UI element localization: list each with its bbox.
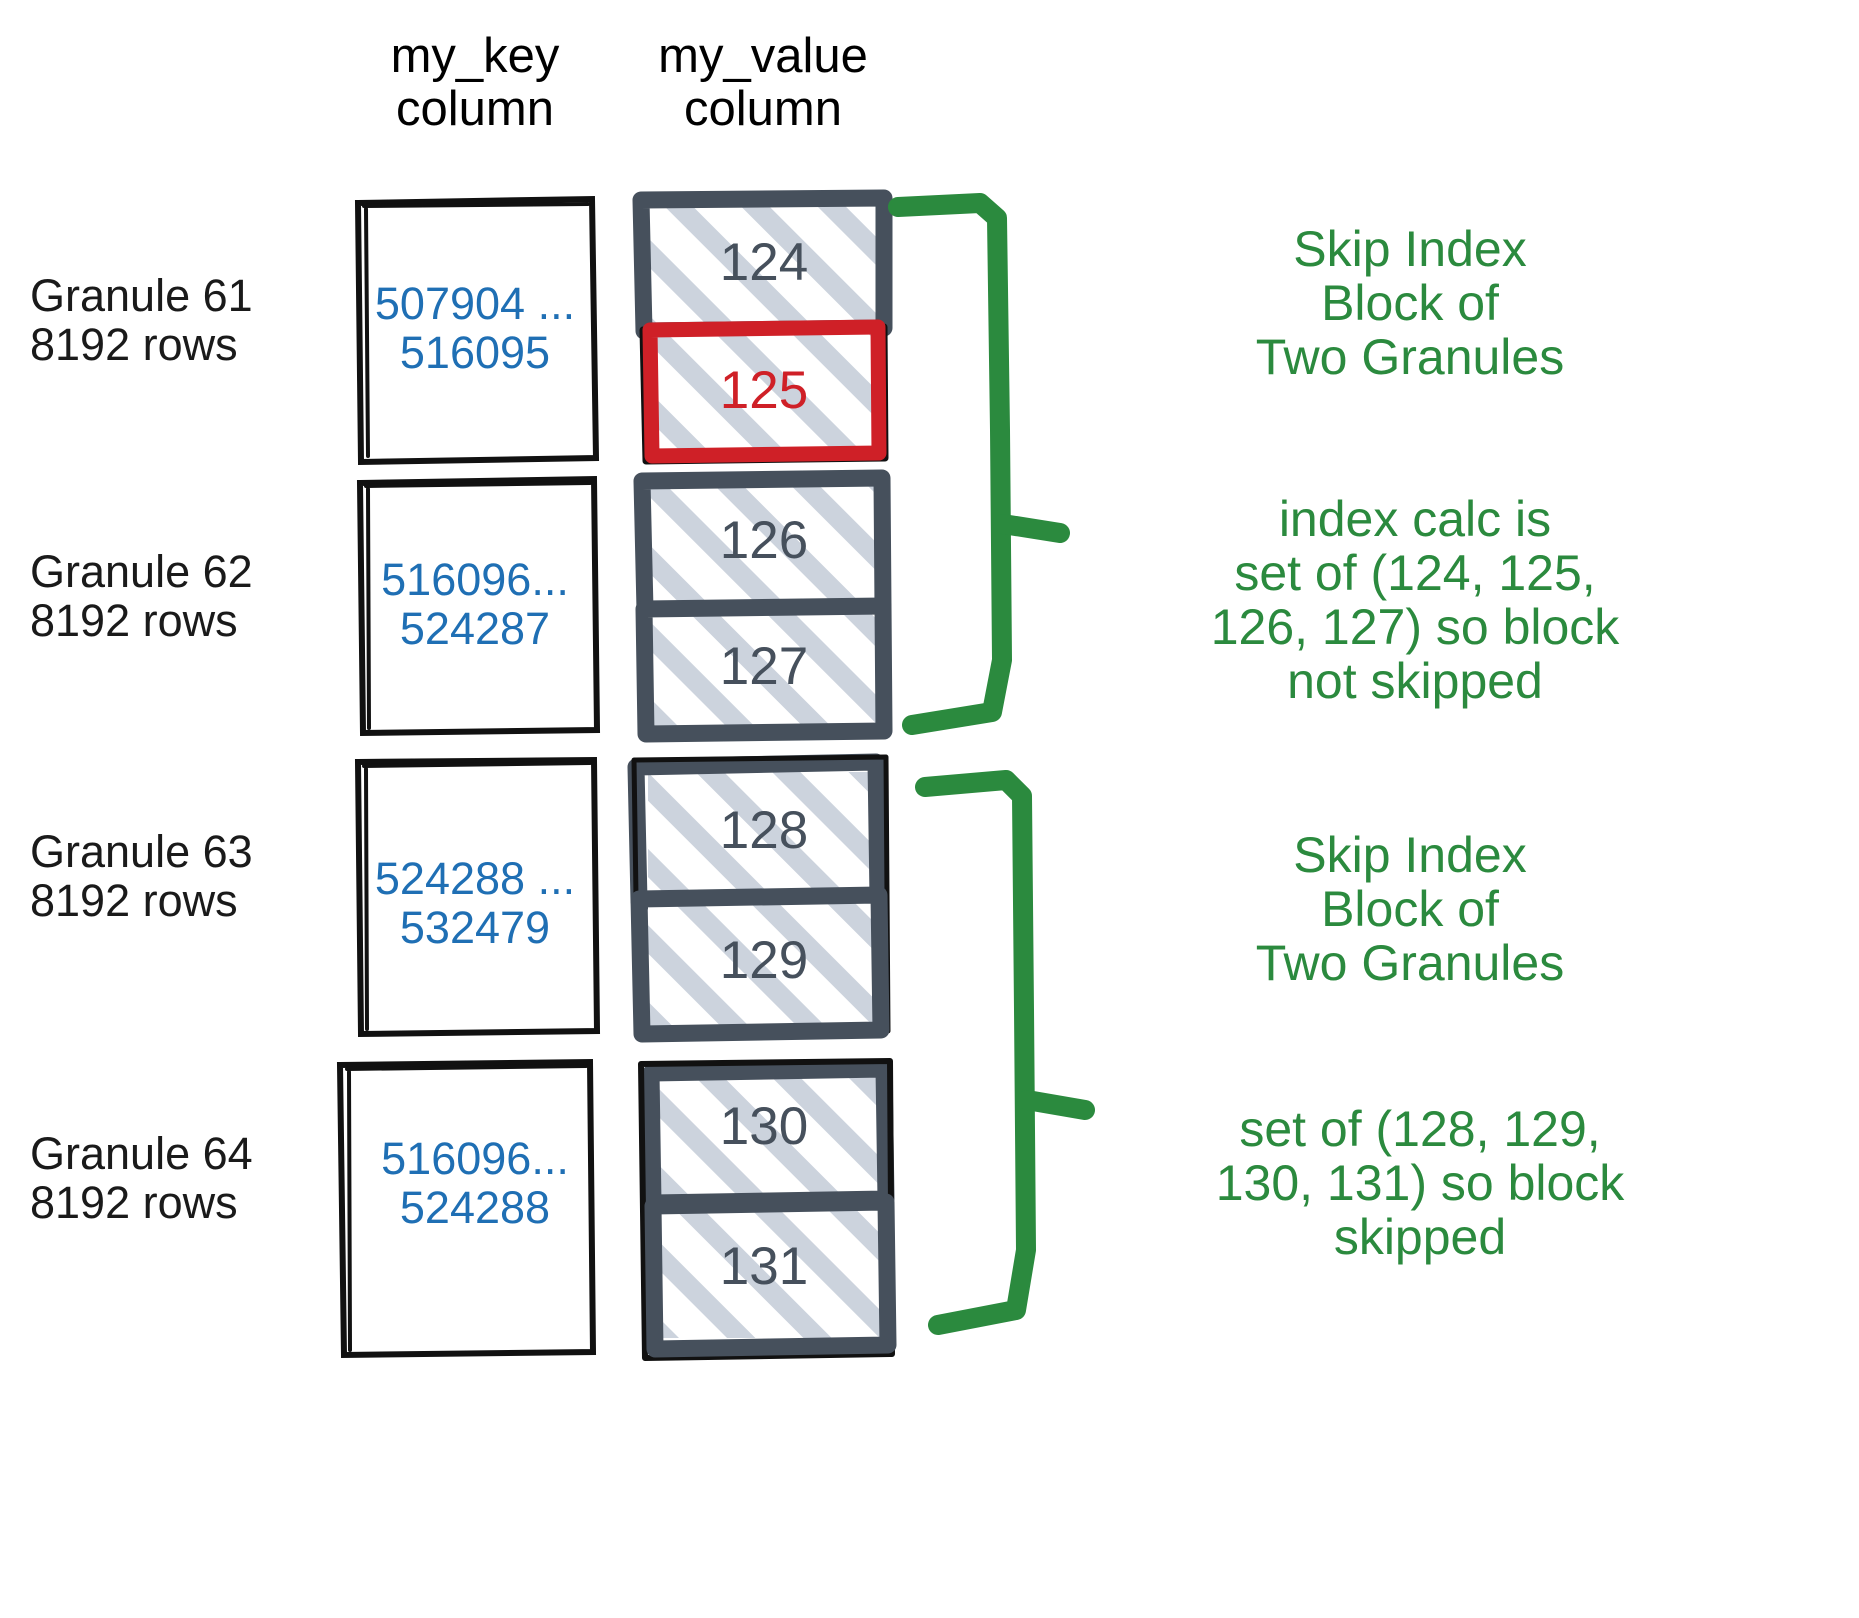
key-range-62: 516096... 524287: [381, 554, 569, 654]
value-130: 130: [719, 1097, 809, 1156]
skip-index-bracket-bottom: [915, 770, 1095, 1335]
note-skip-index-block-top: Skip Index Block of Two Granules: [1255, 221, 1565, 385]
value-125: 125: [719, 361, 809, 420]
note-skip-index-block-bottom: Skip Index Block of Two Granules: [1255, 827, 1565, 991]
value-127: 127: [719, 637, 809, 696]
value-124: 124: [719, 233, 809, 292]
header-my-key-column: my_key column: [390, 29, 560, 136]
key-range-61: 507904 ... 516095: [374, 278, 576, 378]
note-set-skipped: set of (128, 129, 130, 131) so block ski…: [1215, 1101, 1625, 1265]
granule-label-61: Granule 61 8192 rows: [30, 270, 253, 370]
header-my-value-column: my_value column: [658, 29, 868, 136]
granule-label-64: Granule 64 8192 rows: [30, 1128, 253, 1228]
value-box-128: [627, 753, 891, 1038]
key-range-64: 516096... 524288: [381, 1133, 569, 1233]
granule-label-62: Granule 62 8192 rows: [30, 546, 253, 646]
key-range-63: 524288 ... 532479: [374, 853, 576, 953]
value-131: 131: [719, 1237, 809, 1296]
note-index-calc-not-skipped: index calc is set of (124, 125, 126, 127…: [1210, 491, 1620, 709]
granule-label-63: Granule 63 8192 rows: [30, 826, 253, 926]
value-129: 129: [719, 931, 809, 990]
value-128: 128: [719, 801, 809, 860]
value-126: 126: [719, 511, 809, 570]
skip-index-bracket-top: [888, 193, 1070, 735]
